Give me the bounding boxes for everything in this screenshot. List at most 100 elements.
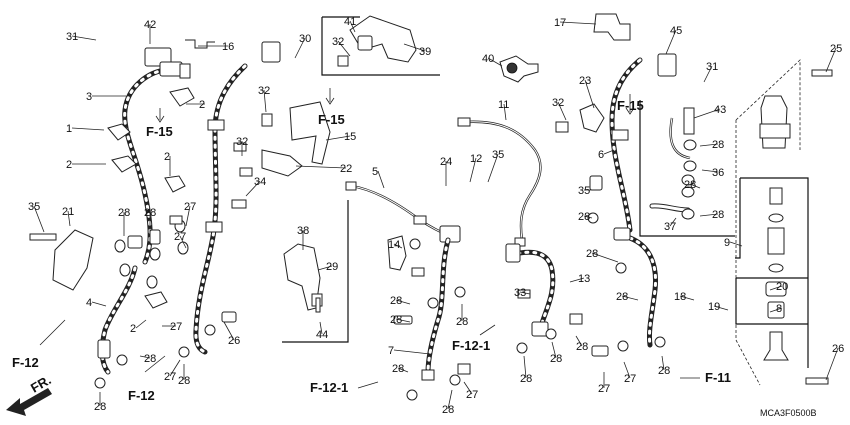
callout-28[interactable]: 28 <box>712 209 724 221</box>
clip-40 <box>499 55 539 83</box>
callout-4[interactable]: 4 <box>86 297 92 309</box>
callout-27[interactable]: 27 <box>170 321 182 333</box>
callout-20[interactable]: 20 <box>776 281 788 293</box>
callout-28[interactable]: 28 <box>578 211 590 223</box>
callout-22[interactable]: 22 <box>340 163 352 175</box>
callout-28[interactable]: 28 <box>520 373 532 385</box>
callout-19[interactable]: 19 <box>708 301 720 313</box>
callout-18[interactable]: 18 <box>674 291 686 303</box>
callout-28[interactable]: 28 <box>456 316 468 328</box>
callout-21[interactable]: 21 <box>62 206 74 218</box>
callout-41[interactable]: 41 <box>344 16 356 28</box>
callout-45[interactable]: 45 <box>670 25 682 37</box>
callout-30[interactable]: 30 <box>299 33 311 45</box>
callout-32[interactable]: 32 <box>258 85 270 97</box>
callout-28[interactable]: 28 <box>390 295 402 307</box>
callout-28[interactable]: 28 <box>684 179 696 191</box>
callout-27[interactable]: 27 <box>624 373 636 385</box>
callout-5[interactable]: 5 <box>372 166 378 178</box>
callout-3[interactable]: 3 <box>86 91 92 103</box>
callout-33[interactable]: 33 <box>514 287 526 299</box>
callout-35[interactable]: 35 <box>28 201 40 213</box>
callout-2[interactable]: 2 <box>164 151 170 163</box>
callout-24[interactable]: 24 <box>440 156 452 168</box>
ref-f15-center[interactable]: F-15 <box>318 112 345 127</box>
callout-31[interactable]: 31 <box>706 61 718 73</box>
callout-leader-line <box>185 205 191 227</box>
callout-26[interactable]: 26 <box>228 335 240 347</box>
callout-44[interactable]: 44 <box>316 329 328 341</box>
callout-25[interactable]: 25 <box>830 43 842 55</box>
callout-7[interactable]: 7 <box>388 345 394 357</box>
callout-labels: 3142163041323940174525312332431323211153… <box>28 16 844 416</box>
callout-23[interactable]: 23 <box>579 75 591 87</box>
ref-f11[interactable]: F-11 <box>705 370 731 385</box>
callout-leader-line <box>169 359 181 377</box>
callout-28[interactable]: 28 <box>118 207 130 219</box>
callout-28[interactable]: 28 <box>390 314 402 326</box>
callout-27[interactable]: 27 <box>466 389 478 401</box>
callout-35[interactable]: 35 <box>492 149 504 161</box>
callout-28[interactable]: 28 <box>712 139 724 151</box>
callout-27[interactable]: 27 <box>174 231 186 243</box>
callout-28[interactable]: 28 <box>144 353 156 365</box>
callout-leader-line <box>769 285 783 291</box>
callout-17[interactable]: 17 <box>554 17 566 29</box>
callout-28[interactable]: 28 <box>94 401 106 413</box>
inset-pipe-37 <box>639 100 735 237</box>
bracket-15 <box>289 101 331 165</box>
callout-29[interactable]: 29 <box>326 261 338 273</box>
ref-f121-center[interactable]: F-12-1 <box>452 338 490 353</box>
callout-28[interactable]: 28 <box>658 365 670 377</box>
ref-f15-right[interactable]: F-15 <box>617 98 644 113</box>
callout-leader-line <box>503 103 507 121</box>
callout-13[interactable]: 13 <box>578 273 590 285</box>
callout-35[interactable]: 35 <box>578 185 590 197</box>
callout-16[interactable]: 16 <box>222 41 234 53</box>
callout-8[interactable]: 8 <box>776 303 782 315</box>
callout-27[interactable]: 27 <box>184 201 196 213</box>
callout-39[interactable]: 39 <box>419 46 431 58</box>
callout-37[interactable]: 37 <box>664 221 676 233</box>
ref-f12-left[interactable]: F-12 <box>12 355 39 370</box>
callout-leader-line <box>769 307 783 313</box>
callout-28[interactable]: 28 <box>144 207 156 219</box>
callout-14[interactable]: 14 <box>388 239 400 251</box>
callout-11[interactable]: 11 <box>498 99 509 111</box>
callout-2[interactable]: 2 <box>130 323 136 335</box>
callout-2[interactable]: 2 <box>66 159 72 171</box>
callout-34[interactable]: 34 <box>254 176 266 188</box>
callout-28[interactable]: 28 <box>576 341 588 353</box>
bracket-17 <box>593 13 631 41</box>
callout-32[interactable]: 32 <box>332 36 344 48</box>
master-cylinder-body <box>760 95 788 149</box>
callout-12[interactable]: 12 <box>470 153 482 165</box>
callout-42[interactable]: 42 <box>144 19 156 31</box>
callout-27[interactable]: 27 <box>164 371 176 383</box>
callout-38[interactable]: 38 <box>297 225 309 237</box>
callout-leader-line <box>395 318 411 323</box>
ref-f15-left[interactable]: F-15 <box>146 124 173 139</box>
callout-32[interactable]: 32 <box>236 136 248 148</box>
callout-9[interactable]: 9 <box>724 237 730 249</box>
callout-28[interactable]: 28 <box>178 375 190 387</box>
callout-43[interactable]: 43 <box>714 104 726 116</box>
callout-27[interactable]: 27 <box>598 383 610 395</box>
callout-36[interactable]: 36 <box>712 167 724 179</box>
callout-6[interactable]: 6 <box>598 149 604 161</box>
callout-2[interactable]: 2 <box>199 99 205 111</box>
callout-28[interactable]: 28 <box>586 248 598 260</box>
ref-f121-bottom[interactable]: F-12-1 <box>310 380 348 395</box>
callout-15[interactable]: 15 <box>344 131 356 143</box>
callout-31[interactable]: 31 <box>66 31 78 43</box>
callout-40[interactable]: 40 <box>482 53 494 65</box>
callout-32[interactable]: 32 <box>552 97 564 109</box>
callout-26[interactable]: 26 <box>832 343 844 355</box>
pipe-5-hose-7 <box>345 181 471 401</box>
callout-28[interactable]: 28 <box>616 291 628 303</box>
callout-1[interactable]: 1 <box>66 123 72 135</box>
ref-f12-bottom[interactable]: F-12 <box>128 388 155 403</box>
callout-28[interactable]: 28 <box>550 353 562 365</box>
callout-28[interactable]: 28 <box>442 404 454 416</box>
callout-28[interactable]: 28 <box>392 363 404 375</box>
